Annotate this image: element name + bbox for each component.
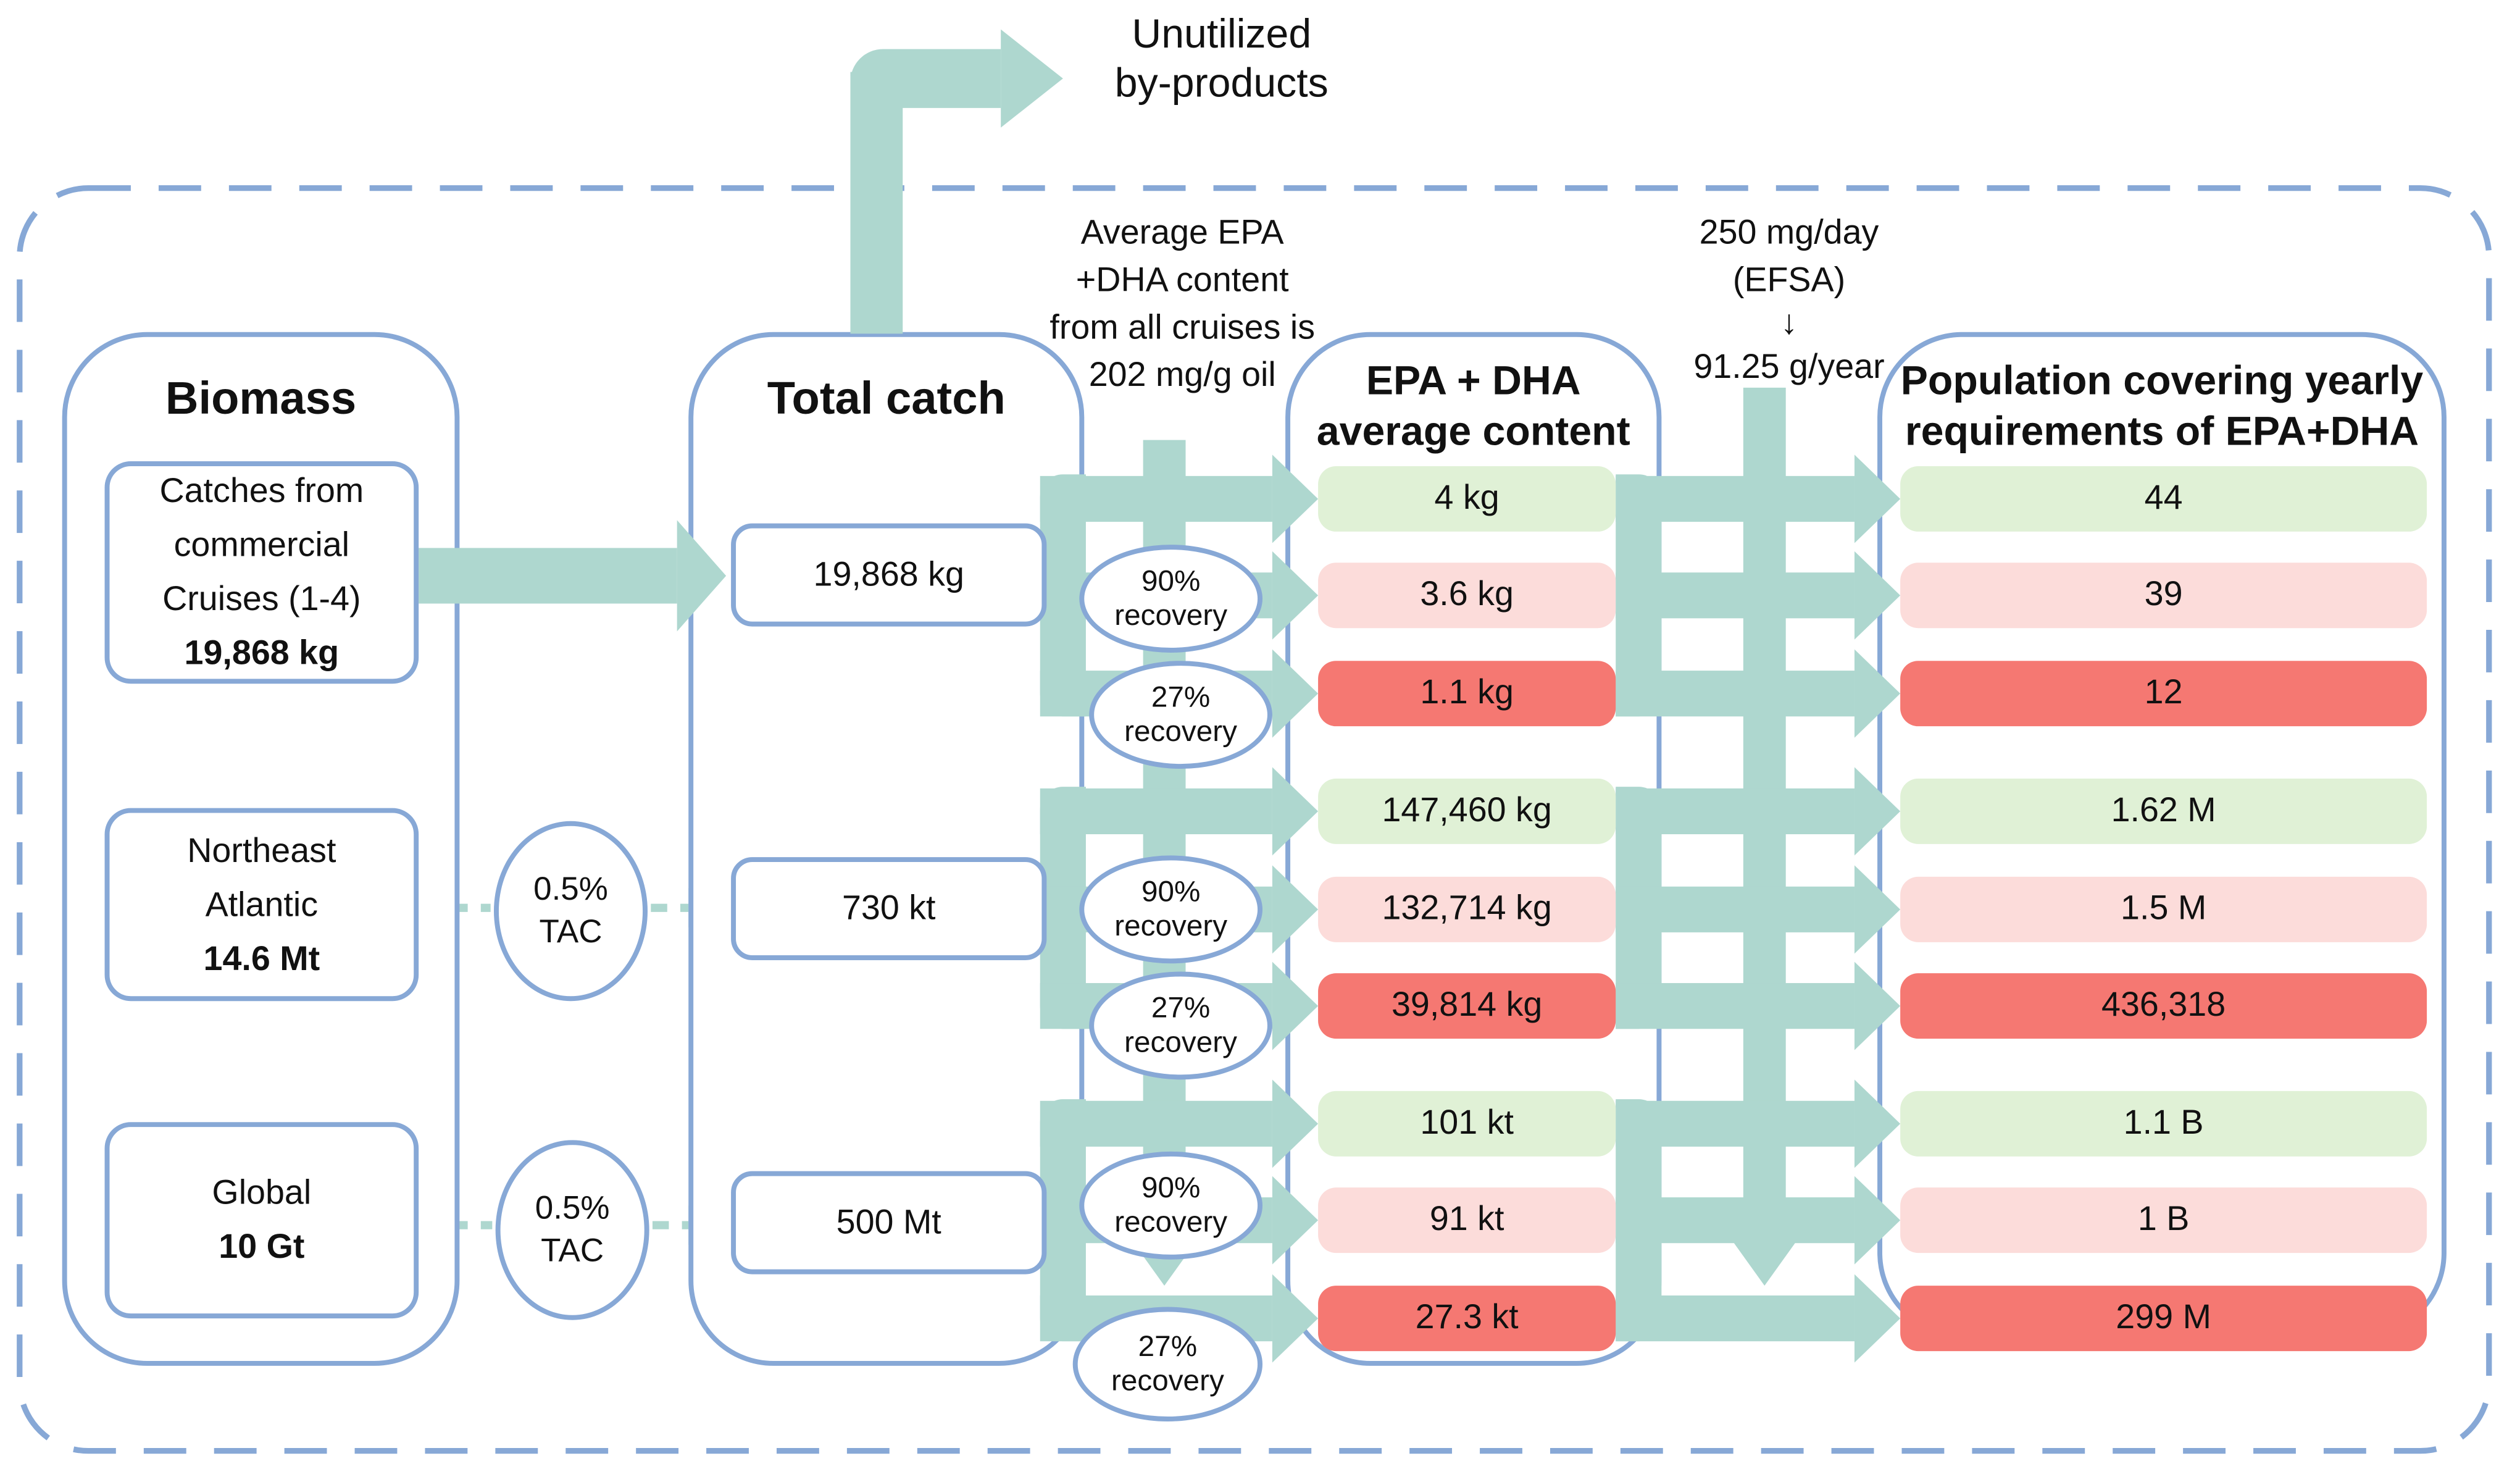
- total-catch-title: Total catch: [767, 372, 1006, 424]
- population-value-box: 1.1 B: [1900, 1090, 2427, 1157]
- recovery-27-g1-line2: recovery: [1124, 714, 1238, 748]
- arrow-to-pop-r4: [1616, 767, 1901, 856]
- recovery-90-ellipse-g1: 90% recovery: [1079, 545, 1263, 653]
- recovery-27-g2-line1: 27%: [1151, 991, 1211, 1024]
- population-value-box: 436,318: [1900, 973, 2427, 1039]
- tac-ellipse-global: 0.5% TAC: [495, 1140, 649, 1320]
- epa-value-box: 91 kt: [1318, 1187, 1616, 1253]
- arrow-to-pop-r3: [1616, 649, 1901, 738]
- epa-value-box: 27.3 kt: [1318, 1286, 1616, 1352]
- recovery-90-g3-line2: recovery: [1114, 1205, 1228, 1239]
- epa-value-box: 1.1 kg: [1318, 661, 1616, 727]
- biomass-box-northeast-atlantic: Northeast Atlantic 14.6 Mt: [104, 808, 419, 1002]
- population-value-box: 44: [1900, 466, 2427, 532]
- biomass-box-global-value: 10 Gt: [219, 1228, 305, 1266]
- epa-value-box: 39,814 kg: [1318, 973, 1616, 1039]
- arrow-to-pop-r7: [1616, 1079, 1901, 1168]
- arrow-to-pop-r9: [1616, 1274, 1901, 1363]
- arrow-to-pop-r1: [1616, 454, 1901, 543]
- biomass-box-global: Global 10 Gt: [104, 1122, 419, 1319]
- biomass-box-cruises-value: 19,868 kg: [184, 634, 340, 672]
- recovery-90-ellipse-g2: 90% recovery: [1079, 855, 1263, 964]
- efsa-note-line2: (EFSA): [1732, 261, 1846, 299]
- biomass-box-cruises-line1: Catches from: [159, 472, 364, 511]
- recovery-90-g3-line1: 90%: [1141, 1171, 1201, 1204]
- recovery-27-ellipse-g3: 27% recovery: [1072, 1307, 1263, 1421]
- epa-value-box: 101 kt: [1318, 1090, 1616, 1157]
- population-value-box: 1 B: [1900, 1187, 2427, 1253]
- tac-ellipse-northeast-line1: 0.5%: [533, 871, 608, 908]
- recovery-90-g2-line2: recovery: [1114, 909, 1228, 942]
- recovery-27-g1-line1: 27%: [1151, 680, 1211, 713]
- efsa-note: 250 mg/day (EFSA) ↓ 91.25 g/year: [1616, 209, 1963, 391]
- biomass-title: Biomass: [165, 372, 357, 424]
- epa-value-box: 3.6 kg: [1318, 563, 1616, 629]
- biomass-box-cruises: Catches from commercial Cruises (1-4) 19…: [104, 461, 419, 684]
- tac-ellipse-global-line1: 0.5%: [535, 1191, 610, 1227]
- biomass-box-global-line1: Global: [212, 1174, 312, 1212]
- recovery-27-g3-line1: 27%: [1138, 1329, 1198, 1363]
- unutilized-arrow-head: [850, 29, 1063, 128]
- recovery-27-ellipse-g1: 27% recovery: [1089, 661, 1272, 769]
- total-catch-box-cruises: 19,868 kg: [731, 523, 1047, 627]
- epa-value-box: 132,714 kg: [1318, 876, 1616, 942]
- tac-ellipse-northeast-line2: TAC: [539, 914, 603, 951]
- tac-ellipse-global-line2: TAC: [541, 1233, 604, 1270]
- biomass-box-nea-line1: Northeast: [187, 832, 336, 869]
- unutilized-label-line1: Unutilized: [1132, 11, 1312, 57]
- avg-epa-note-line4: 202 mg/g oil: [1088, 356, 1276, 395]
- recovery-27-g2-line2: recovery: [1124, 1025, 1238, 1058]
- biomass-box-cruises-line3: Cruises (1-4): [162, 580, 361, 619]
- population-title-line1: Population covering yearly: [1900, 358, 2424, 404]
- arrow-to-epa-r1: [1040, 454, 1319, 543]
- recovery-90-g2-line1: 90%: [1141, 875, 1201, 908]
- arrow-to-epa-r7: [1040, 1079, 1319, 1168]
- recovery-90-g1-line2: recovery: [1114, 598, 1228, 632]
- epa-dha-title-line1: EPA + DHA: [1366, 358, 1581, 404]
- outer-dashed-border: [17, 185, 2492, 1454]
- biomass-box-cruises-line2: commercial: [173, 526, 350, 564]
- epa-dha-title: EPA + DHA average content: [1290, 356, 1656, 458]
- avg-epa-note-line2: +DHA content: [1075, 261, 1289, 299]
- down-arrow-icon: ↓: [1780, 304, 1798, 342]
- avg-epa-note-line1: Average EPA: [1080, 214, 1284, 252]
- arrow-to-pop-r2: [1616, 551, 1901, 640]
- tac-ellipse-northeast: 0.5% TAC: [493, 821, 648, 1002]
- efsa-note-line1: 250 mg/day: [1699, 214, 1879, 252]
- epa-value-box: 4 kg: [1318, 466, 1616, 532]
- recovery-90-ellipse-g3: 90% recovery: [1079, 1151, 1263, 1260]
- avg-epa-note-line3: from all cruises is: [1049, 309, 1316, 347]
- population-value-box: 39: [1900, 563, 2427, 629]
- population-value-box: 1.5 M: [1900, 876, 2427, 942]
- recovery-27-ellipse-g2: 27% recovery: [1089, 971, 1272, 1080]
- biomass-box-nea-value: 14.6 Mt: [203, 939, 320, 977]
- population-value-box: 1.62 M: [1900, 778, 2427, 844]
- epa-dha-title-line2: average content: [1316, 409, 1630, 455]
- recovery-27-g3-line2: recovery: [1111, 1364, 1224, 1397]
- recovery-90-g1-line1: 90%: [1141, 564, 1201, 597]
- efsa-note-line3: 91.25 g/year: [1693, 348, 1885, 387]
- population-value-box: 12: [1900, 661, 2427, 727]
- arrow-to-pop-r5: [1616, 865, 1901, 954]
- arrow-to-pop-r8: [1616, 1176, 1901, 1265]
- population-title-line2: requirements of EPA+DHA: [1905, 409, 2419, 455]
- epa-value-box: 147,460 kg: [1318, 778, 1616, 844]
- avg-epa-note: Average EPA +DHA content from all cruise…: [1001, 209, 1364, 399]
- unutilized-label: Unutilized by-products: [1060, 10, 1384, 108]
- total-catch-box-northeast: 730 kt: [731, 857, 1047, 960]
- unutilized-label-line2: by-products: [1114, 61, 1329, 107]
- arrow-to-epa-r4: [1040, 767, 1319, 856]
- population-value-box: 299 M: [1900, 1286, 2427, 1352]
- arrow-cruises-to-totalcatch: [419, 520, 727, 632]
- population-title: Population covering yearly requirements …: [1882, 356, 2442, 458]
- unutilized-arrow-vertical: [850, 72, 903, 334]
- total-catch-box-global: 500 Mt: [731, 1171, 1047, 1274]
- arrow-to-pop-r6: [1616, 961, 1901, 1050]
- biomass-box-nea-line2: Atlantic: [205, 885, 319, 924]
